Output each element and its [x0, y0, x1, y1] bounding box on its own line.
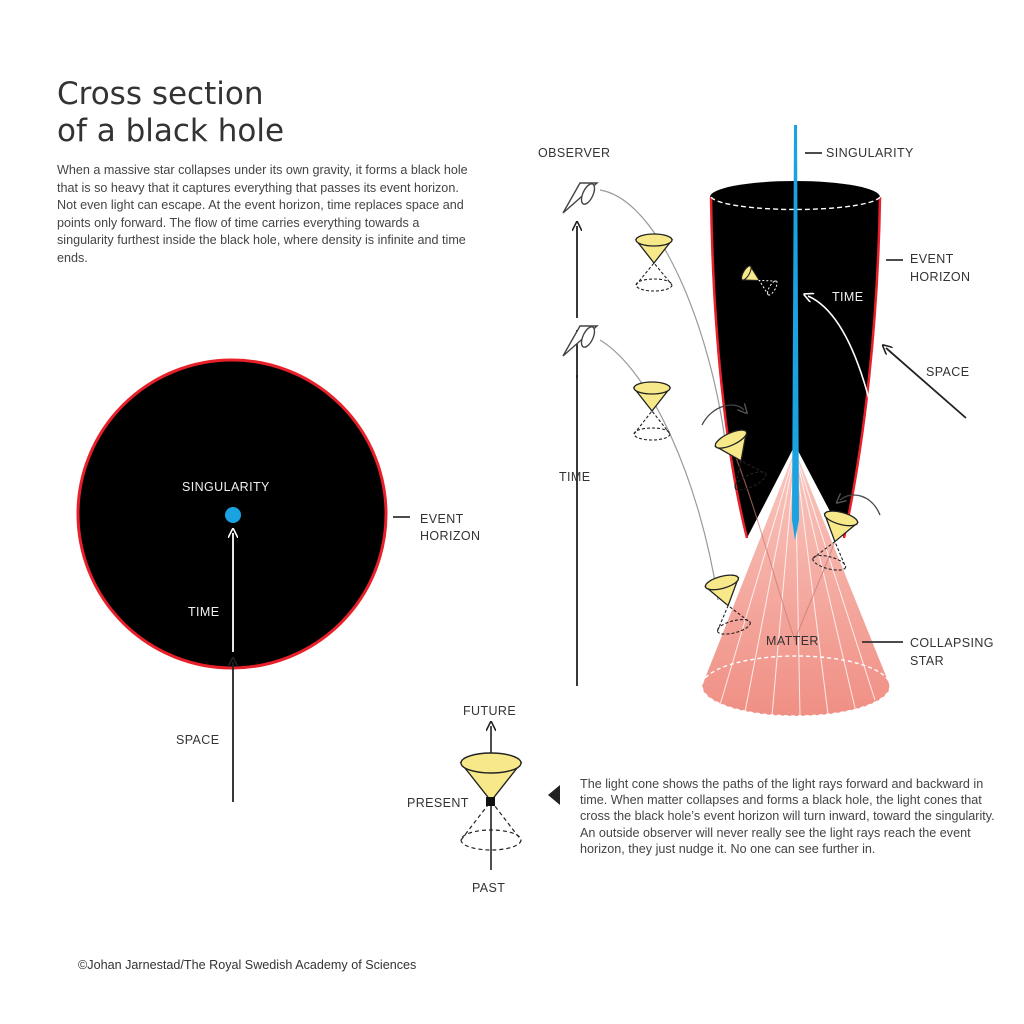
collapsing-star-line-2: STAR — [910, 654, 945, 668]
event-horizon-edge-left — [709, 196, 749, 539]
light-ray-path-matter — [734, 454, 841, 642]
credit-line: ©Johan Jarnestad/The Royal Swedish Acade… — [78, 958, 417, 972]
star-base-rim — [701, 655, 891, 717]
singularity-dot — [225, 507, 241, 523]
observer-label: OBSERVER — [538, 146, 611, 160]
left-singularity-label: SINGULARITY — [182, 480, 270, 494]
observer-icon-lower — [562, 325, 599, 357]
observer-icon-upper — [562, 182, 599, 214]
left-time-label: TIME — [188, 605, 220, 619]
light-cone-horizon-1 — [714, 429, 767, 491]
rotation-arrow-2 — [840, 495, 881, 516]
time-axis-label: TIME — [559, 470, 591, 484]
event-horizon-edge-right — [842, 196, 882, 539]
light-cone-inside — [741, 265, 778, 296]
legend-future-rim — [460, 752, 522, 774]
right-event-horizon-label: EVENT HORIZON — [910, 250, 970, 286]
right-singularity-label: SINGULARITY — [826, 146, 914, 160]
matter-lines — [719, 451, 876, 717]
light-ray-path-lower — [599, 339, 719, 601]
light-cone-legend — [459, 726, 560, 870]
singularity-line — [792, 125, 799, 540]
right-event-horizon-line-2: HORIZON — [910, 270, 971, 284]
light-cone-horizon-2 — [812, 510, 859, 571]
light-cone-horizon-3 — [704, 574, 751, 635]
inner-time-arrow — [808, 296, 874, 416]
legend-past-rim — [460, 829, 522, 851]
title-line-1: Cross section — [57, 76, 264, 112]
light-cone-outside-2 — [632, 381, 672, 441]
right-event-horizon-line-1: EVENT — [910, 252, 954, 266]
caption-pointer — [548, 785, 560, 805]
collapsing-star-line-1: COLLAPSING — [910, 636, 994, 650]
matter-label: MATTER — [766, 634, 819, 648]
intro-text: When a massive star collapses under its … — [57, 163, 468, 265]
left-event-horizon-line-2: HORIZON — [420, 529, 481, 543]
title-line-2: of a black hole — [57, 113, 285, 149]
light-ray-path-upper — [599, 189, 726, 441]
legend-present-point — [486, 797, 495, 806]
future-label: FUTURE — [463, 704, 517, 718]
light-cone-outside-1 — [634, 233, 674, 292]
right-funnel — [562, 125, 967, 717]
inner-time-label: TIME — [832, 290, 864, 304]
right-space-label: SPACE — [926, 365, 970, 379]
collapsing-star-label: COLLAPSING STAR — [910, 634, 994, 670]
present-label: PRESENT — [407, 796, 469, 810]
page-title: Cross section of a black hole — [57, 76, 284, 150]
left-event-horizon-line-1: EVENT — [420, 512, 464, 526]
past-label: PAST — [472, 881, 506, 895]
left-space-label: SPACE — [176, 733, 220, 747]
collapsing-star-cone — [702, 450, 890, 716]
space-diagonal-arrow — [886, 348, 967, 419]
left-event-horizon-label: EVENT HORIZON — [420, 511, 480, 545]
rotation-arrow-1 — [701, 405, 744, 426]
light-cone-caption: The light cone shows the paths of the li… — [580, 777, 995, 856]
left-cross-section — [76, 358, 410, 802]
